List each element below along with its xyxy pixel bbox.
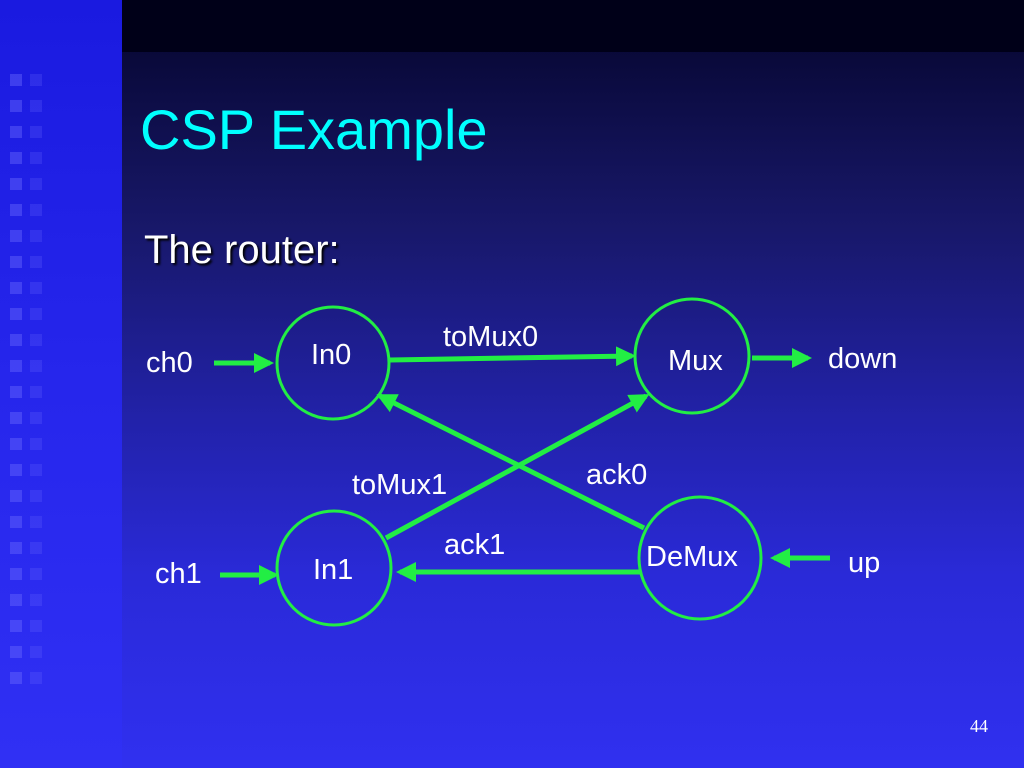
decorative-square — [10, 646, 22, 658]
node-label-in0: In0 — [311, 339, 351, 371]
decorative-square — [30, 386, 42, 398]
decorative-square — [10, 308, 22, 320]
node-in1 — [275, 509, 393, 627]
decorative-square — [30, 620, 42, 632]
decorative-square — [10, 620, 22, 632]
decorative-square — [10, 490, 22, 502]
toMux1-arrow — [384, 393, 650, 541]
toMux0-arrow — [389, 346, 636, 367]
decorative-square — [30, 204, 42, 216]
decorative-square — [30, 230, 42, 242]
decorative-square — [30, 152, 42, 164]
decorative-square — [30, 360, 42, 372]
decorative-square — [10, 516, 22, 528]
channel-label-ack0: ack0 — [586, 459, 647, 491]
decorative-square — [10, 74, 22, 86]
decorative-square — [10, 100, 22, 112]
decorative-square — [10, 178, 22, 190]
decorative-square — [30, 412, 42, 424]
channel-label-down: down — [828, 343, 897, 375]
node-mux — [633, 297, 751, 415]
left-decorative-band — [0, 0, 122, 768]
decorative-square — [30, 594, 42, 606]
decorative-square — [10, 152, 22, 164]
decorative-square — [10, 568, 22, 580]
decorative-square — [30, 646, 42, 658]
decorative-square — [10, 438, 22, 450]
decorative-square — [30, 308, 42, 320]
top-decorative-band — [122, 0, 1024, 52]
node-label-demux: DeMux — [646, 541, 738, 573]
decorative-square — [30, 568, 42, 580]
ack0-arrow — [376, 393, 646, 531]
channel-label-toMux1: toMux1 — [352, 469, 447, 501]
decorative-square — [30, 490, 42, 502]
node-demux — [637, 495, 763, 621]
decorative-square — [10, 464, 22, 476]
decorative-square — [10, 360, 22, 372]
decorative-square — [10, 542, 22, 554]
decorative-square — [30, 178, 42, 190]
decorative-square — [30, 334, 42, 346]
decorative-square — [10, 256, 22, 268]
channel-label-ch0: ch0 — [146, 347, 193, 379]
decorative-square — [30, 282, 42, 294]
node-label-in1: In1 — [313, 554, 353, 586]
decorative-square — [10, 386, 22, 398]
channel-label-toMux0: toMux0 — [443, 321, 538, 353]
page-number: 44 — [970, 716, 988, 736]
channel-label-ack1: ack1 — [444, 529, 505, 561]
decorative-square — [10, 412, 22, 424]
decorative-square — [30, 126, 42, 138]
node-in0 — [275, 305, 391, 421]
decorative-square — [30, 74, 42, 86]
decorative-square — [30, 438, 42, 450]
decorative-square — [10, 672, 22, 684]
node-label-mux: Mux — [668, 345, 723, 377]
decorative-square — [30, 464, 42, 476]
decorative-square — [30, 542, 42, 554]
decorative-square — [10, 594, 22, 606]
slide-title: CSP Example — [140, 98, 488, 161]
channel-label-up: up — [848, 547, 880, 579]
decorative-square — [10, 126, 22, 138]
decorative-square — [10, 230, 22, 242]
decorative-square — [30, 256, 42, 268]
decorative-square — [30, 100, 42, 112]
decorative-square — [30, 516, 42, 528]
decorative-square — [30, 672, 42, 684]
decorative-square — [10, 282, 22, 294]
decorative-square — [10, 334, 22, 346]
bullet-text: The router: — [144, 228, 340, 272]
decorative-square — [10, 204, 22, 216]
channel-label-ch1: ch1 — [155, 558, 202, 590]
